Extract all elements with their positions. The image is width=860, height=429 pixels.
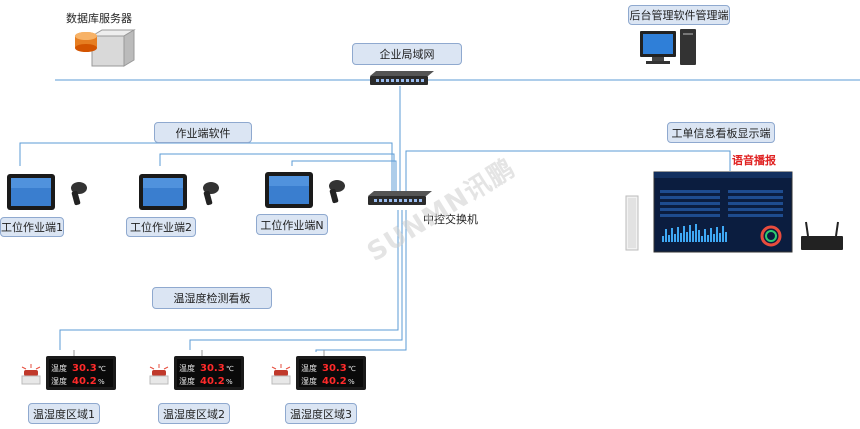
- connection-lines: [19, 79, 860, 352]
- humid-unit: %: [98, 378, 105, 386]
- desktop-computer-icon: [640, 29, 696, 65]
- info-board-label: 工单信息看板显示端: [667, 122, 775, 143]
- tablet-terminal-1: [7, 174, 55, 210]
- humid-value: 40.2: [322, 376, 347, 387]
- alarm-light-icon: [21, 364, 41, 385]
- humid-row-label: 湿度: [179, 376, 195, 386]
- barcode-scanner-icon: [71, 182, 87, 206]
- temp-unit: ℃: [348, 365, 356, 373]
- voice-broadcast-label: 语音播报: [732, 154, 776, 167]
- zone-2-label: 温湿度区域2: [158, 403, 230, 424]
- humid-row-label: 湿度: [51, 376, 67, 386]
- temp-row-label: 温度: [179, 363, 195, 373]
- backend-terminal-label: 后台管理软件管理端: [628, 5, 730, 25]
- humid-value: 40.2: [200, 376, 225, 387]
- speaker-icon: [625, 195, 639, 251]
- humid-unit: %: [348, 378, 355, 386]
- temp-value: 30.3: [200, 363, 225, 374]
- barcode-scanner-icon: [203, 182, 219, 206]
- router-icon: [801, 221, 843, 250]
- tablet-terminal-2: [139, 174, 187, 210]
- humid-row-label: 湿度: [301, 376, 317, 386]
- alarm-light-icon: [149, 364, 169, 385]
- core-switch-label: 中控交换机: [423, 213, 478, 226]
- db-server-label: 数据库服务器: [66, 12, 132, 25]
- workstation-software-label: 作业端软件: [154, 122, 252, 143]
- station-n-label: 工位作业端N: [256, 214, 328, 235]
- core-switch-icon: [368, 191, 432, 205]
- server-icon: [75, 29, 136, 67]
- diagram-artwork: 温度湿度30.3℃40.2%温度湿度30.3℃40.2%温度湿度30.3℃40.…: [7, 29, 843, 390]
- temp-row-label: 温度: [301, 363, 317, 373]
- station-2-label: 工位作业端2: [126, 217, 196, 237]
- display-board-icon: [653, 171, 793, 253]
- th-board-label: 温湿度检测看板: [152, 287, 272, 309]
- zone-3-label: 温湿度区域3: [285, 403, 357, 424]
- temp-unit: ℃: [98, 365, 106, 373]
- alarm-light-icon: [271, 364, 291, 385]
- lan-switch-icon: [370, 71, 434, 85]
- station-1-label: 工位作业端1: [0, 217, 64, 237]
- tablet-terminal-n: [265, 172, 313, 208]
- zone-1-label: 温湿度区域1: [28, 403, 100, 424]
- humid-unit: %: [226, 378, 233, 386]
- temp-value: 30.3: [322, 363, 347, 374]
- temp-value: 30.3: [72, 363, 97, 374]
- lan-label: 企业局域网: [352, 43, 462, 65]
- humid-value: 40.2: [72, 376, 97, 387]
- temp-unit: ℃: [226, 365, 234, 373]
- barcode-scanner-icon: [329, 180, 345, 204]
- temp-row-label: 温度: [51, 363, 67, 373]
